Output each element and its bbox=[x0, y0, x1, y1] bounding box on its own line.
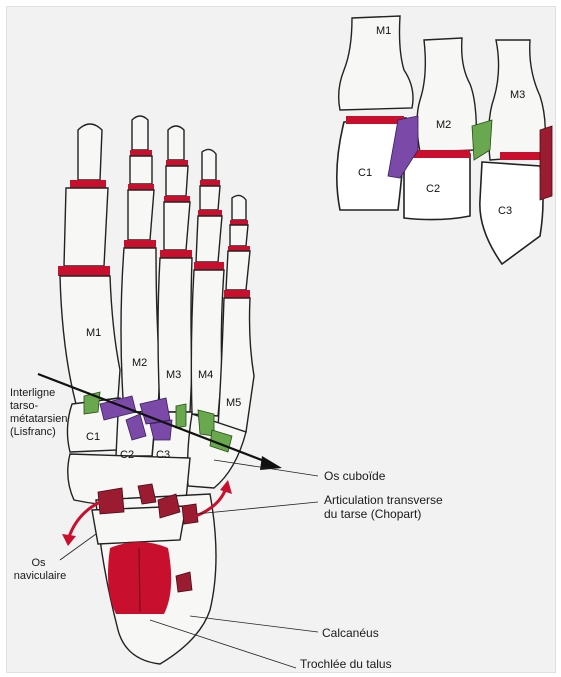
inset-label-m2: M2 bbox=[436, 119, 451, 131]
inset-m2-bone bbox=[417, 38, 476, 152]
inset-c3-joint bbox=[500, 152, 542, 160]
label-c2: C2 bbox=[120, 449, 134, 461]
toe-4 bbox=[194, 149, 224, 270]
inset-label-c3: C3 bbox=[498, 205, 512, 217]
lisfranc-ligament-purple-4 bbox=[150, 420, 172, 440]
label-m3: M3 bbox=[166, 369, 181, 381]
inset-label-c2: C2 bbox=[426, 183, 440, 195]
toe-5 bbox=[224, 195, 250, 298]
chopart-ligament-4 bbox=[182, 504, 198, 524]
label-os-naviculaire: Os naviculaire bbox=[14, 557, 67, 582]
toe-2 bbox=[124, 116, 156, 248]
lisfranc-ligament-green-2 bbox=[176, 404, 186, 428]
inset-ligament-darkred bbox=[540, 126, 552, 200]
metatarsal-5 bbox=[218, 298, 254, 432]
calcaneus-ligament bbox=[176, 572, 192, 592]
toe-1 bbox=[58, 124, 110, 276]
label-os-cuboide: Os cuboïde bbox=[324, 469, 386, 483]
label-c3: C3 bbox=[156, 449, 170, 461]
label-m1: M1 bbox=[86, 327, 101, 339]
inset-label-c1: C1 bbox=[358, 167, 372, 179]
inset-label-m1: M1 bbox=[376, 25, 391, 37]
chopart-ligament-1 bbox=[98, 488, 124, 514]
main-foot-diagram: M1 M2 M3 M4 M5 C1 C2 C3 bbox=[38, 116, 282, 664]
label-chopart: Articulation transverse du tarse (Chopar… bbox=[324, 493, 446, 521]
label-m2: M2 bbox=[132, 357, 147, 369]
inset-label-m3: M3 bbox=[510, 89, 525, 101]
label-lisfranc: Interligne tarso- métatarsien (Lisfranc) bbox=[10, 387, 71, 438]
metatarsal-2 bbox=[121, 248, 160, 414]
label-m4: M4 bbox=[198, 369, 213, 381]
metatarsal-3 bbox=[158, 258, 192, 412]
toe-3 bbox=[160, 126, 192, 258]
inset-diagram: M1 M2 M3 C1 C2 C3 bbox=[337, 16, 552, 264]
metatarsal-4 bbox=[191, 270, 224, 416]
label-trochlee: Trochlée du talus bbox=[300, 657, 392, 671]
label-m5: M5 bbox=[226, 397, 241, 409]
label-c1: C1 bbox=[86, 431, 100, 443]
label-calcaneus: Calcanéus bbox=[322, 626, 379, 640]
inset-c1-joint bbox=[346, 116, 404, 124]
